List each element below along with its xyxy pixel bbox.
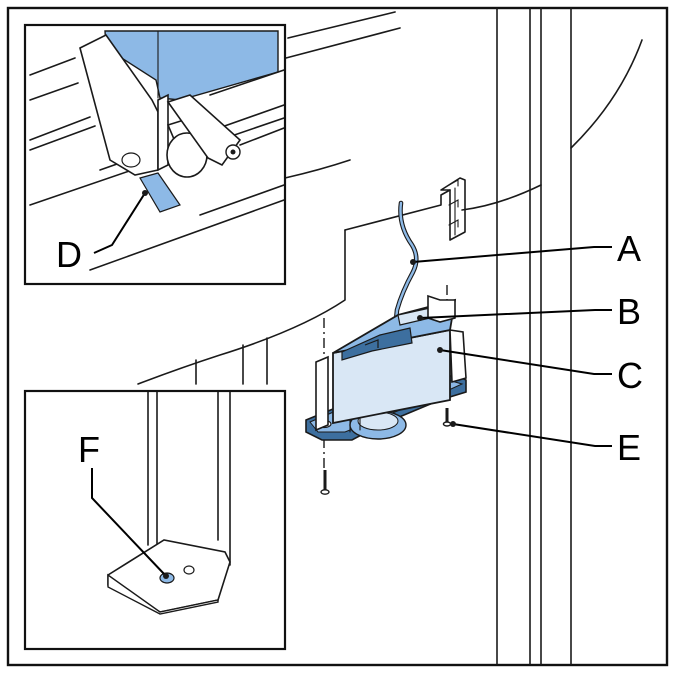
callout-e: E bbox=[617, 427, 641, 468]
control-module bbox=[305, 294, 467, 441]
callout-d: D bbox=[56, 234, 82, 275]
callout-c: C bbox=[617, 355, 643, 396]
screw-left bbox=[320, 470, 330, 495]
callout-b: B bbox=[617, 291, 641, 332]
callout-a: A bbox=[617, 228, 641, 269]
leader-b bbox=[419, 309, 612, 319]
appliance-body-lines bbox=[137, 7, 643, 665]
detail-inset-d: D bbox=[23, 23, 287, 286]
callout-f: F bbox=[78, 429, 100, 470]
leader-e bbox=[452, 423, 612, 447]
mounting-bracket bbox=[440, 177, 466, 241]
detail-inset-f: F bbox=[23, 389, 287, 651]
leader-c bbox=[439, 349, 612, 375]
leader-a bbox=[412, 246, 612, 263]
